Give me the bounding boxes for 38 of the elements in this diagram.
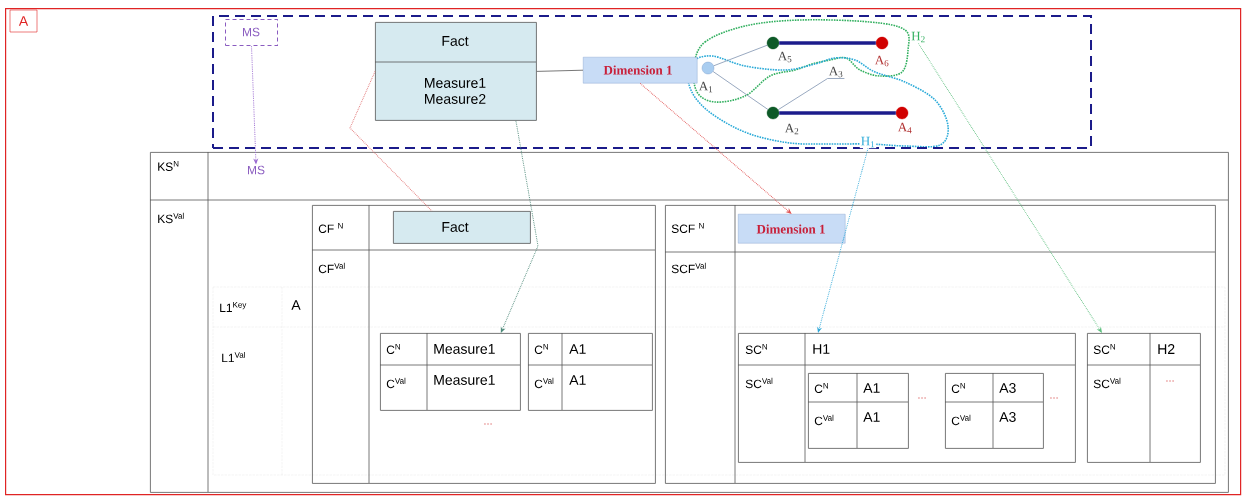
dimension-box: Dimension 1: [738, 214, 846, 244]
table-text: L1$^{Val}$: [222, 351, 245, 363]
table: C$^{N}$ A3 C$^{Val}$ A3: [944, 372, 1044, 449]
connector-line: [777, 78, 845, 111]
connector-line: [779, 41, 876, 45]
connector-line: [349, 70, 433, 212]
arrow: [817, 147, 869, 333]
arrow: [500, 120, 539, 333]
ellipsis: ...: [484, 423, 492, 425]
dashed-box: MS: [225, 19, 278, 46]
dot-label: A$_{4}$: [897, 122, 912, 134]
arrow: [639, 82, 792, 214]
hierarchy-label: H$_{2}$: [911, 31, 925, 43]
node-label: A$_{3}$: [828, 66, 843, 78]
table-text: MS: [248, 165, 265, 175]
dot-label: A$_{2}$: [784, 123, 799, 135]
table: Fact Measure1 Measure2: [374, 22, 537, 121]
connector-line: [713, 44, 768, 67]
arrow: [917, 42, 1102, 333]
table: C$^{N}$ A1 C$^{Val}$ A1: [527, 332, 653, 411]
hierarchy-label: H$_{1}$: [859, 135, 877, 149]
table: SC$^{N}$ H2 SC$^{Val}$ ...: [1086, 332, 1201, 463]
table-text: L1$^{Key}$: [220, 302, 247, 312]
dot-label: A$_{5}$: [777, 51, 792, 63]
table-text: A: [291, 300, 301, 310]
dimension-box: Dimension 1: [583, 57, 698, 84]
connector-line: [536, 69, 584, 72]
ellipsis: ...: [918, 397, 926, 399]
table: C$^{N}$ Measure1 C$^{Val}$ Measure1: [379, 332, 521, 411]
ellipsis: ...: [1050, 397, 1058, 399]
dot-label: A$_{1}$: [698, 81, 713, 93]
connector-line: [779, 111, 896, 115]
table: C$^{N}$ A1 C$^{Val}$ A1: [807, 372, 909, 449]
dashed-box: [212, 15, 1092, 149]
dot-label: A$_{6}$: [874, 55, 889, 67]
connector-line: [712, 71, 769, 110]
fact-box: Fact: [393, 211, 531, 244]
arrow: [251, 45, 258, 164]
